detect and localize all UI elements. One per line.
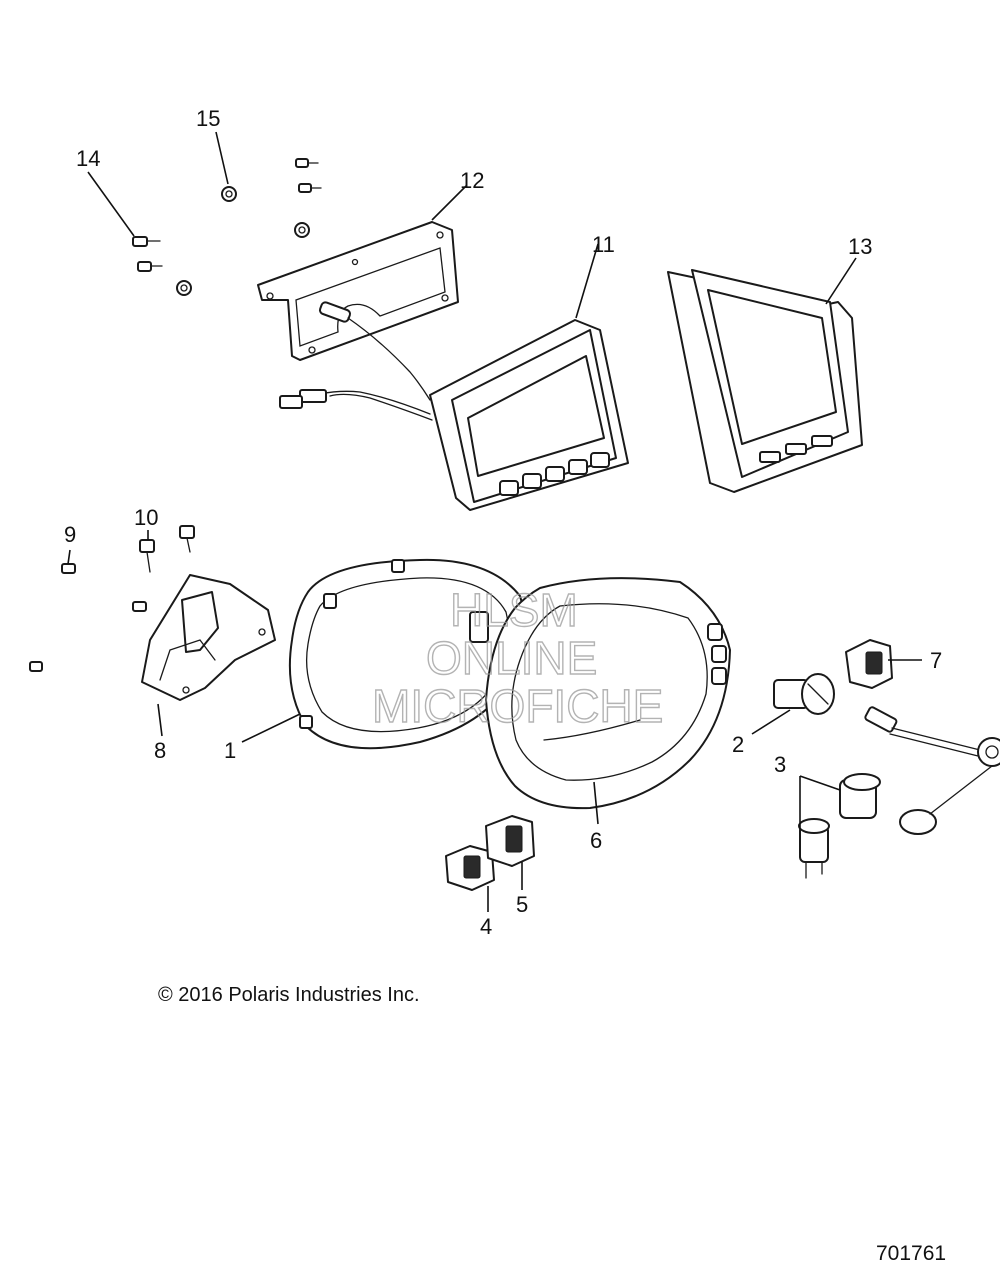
socket-3-b	[798, 818, 830, 879]
screw-group-part-14-15	[132, 158, 322, 296]
callout-11: 11	[592, 232, 615, 257]
callout-5: 5	[516, 892, 528, 917]
callout-13: 13	[848, 234, 872, 259]
screw-part-10-a	[139, 539, 155, 573]
screw-part-15-a	[295, 158, 319, 168]
callout-14: 14	[76, 146, 100, 171]
callout-12: 12	[460, 168, 484, 193]
callout-labels: 14 15 12 11 13 9 10 8 1 6 2 7 3 4 5	[64, 106, 942, 939]
display-unit-part-11	[279, 301, 629, 511]
rocker-switch-part-5	[485, 815, 535, 867]
rocker-switch-part-7	[845, 639, 893, 689]
dash-housing-part-6	[485, 577, 731, 810]
copyright-notice: © 2016 Polaris Industries Inc.	[158, 984, 420, 1006]
display-unit-part-13	[667, 269, 863, 493]
housing-6-side-buttons	[707, 623, 727, 685]
socket-3-a	[839, 773, 881, 819]
screw-part-10-b	[179, 525, 195, 553]
screw-part-10-c	[132, 601, 147, 612]
rocker-switch-part-4	[445, 845, 495, 891]
screw-part-15-b	[298, 183, 322, 193]
callout-9: 9	[64, 522, 76, 547]
bezel-1-tabs	[299, 559, 489, 729]
screw-part-14-b	[137, 261, 163, 272]
ignition-switch-part-2	[773, 673, 835, 715]
callout-2: 2	[732, 732, 744, 757]
watermark-line-1: HLSM	[450, 584, 578, 636]
callout-6: 6	[590, 828, 602, 853]
watermark: HLSM ONLINE MICROFICHE	[371, 583, 664, 732]
callout-10: 10	[134, 505, 158, 530]
callout-8: 8	[154, 738, 166, 763]
usb-cable-assembly	[864, 706, 1000, 835]
drawing-number: 701761	[876, 1242, 947, 1265]
display-13-buttons	[759, 435, 833, 463]
screw-part-14-a	[132, 236, 161, 247]
mount-bracket-part-8	[29, 525, 276, 701]
callout-15: 15	[196, 106, 220, 131]
leader-lines	[67, 131, 922, 912]
bracket-plate-part-12	[257, 221, 459, 361]
power-socket-part-3	[798, 773, 881, 879]
nut-part-14	[176, 280, 192, 296]
callout-7: 7	[930, 648, 942, 673]
screw-part-9	[61, 563, 76, 574]
display-11-buttons	[499, 452, 610, 496]
gauge-bezel-part-1	[288, 558, 525, 750]
watermark-line-2: ONLINE	[426, 632, 597, 684]
callout-4: 4	[480, 914, 492, 939]
callout-3: 3	[774, 752, 786, 777]
nut-part-15-b	[294, 222, 310, 238]
nut-part-15	[221, 186, 237, 202]
screw-part-10-d	[29, 661, 43, 672]
wire-harness-part-11	[279, 301, 433, 421]
callout-1: 1	[224, 738, 236, 763]
watermark-line-3: MICROFICHE	[372, 680, 663, 732]
